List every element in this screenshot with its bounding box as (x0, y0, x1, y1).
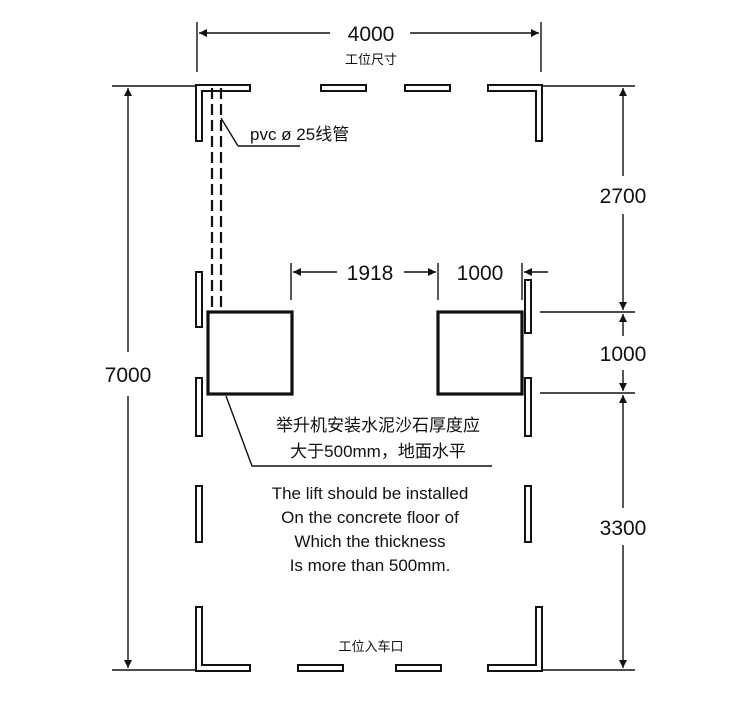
post-depth-value: 1000 (600, 343, 647, 366)
right-lift-post (436, 310, 524, 396)
right-dimensions: 2700 1000 3300 (540, 85, 647, 671)
bay-outline (195, 84, 543, 672)
post-spacing-dimensions: 1918 1000 (290, 262, 548, 300)
length-value: 7000 (105, 364, 152, 387)
post-offset-value: 1000 (457, 262, 504, 285)
note-leader (225, 395, 492, 467)
note-en-line3: Which the thickness (294, 532, 445, 551)
note-cn-line2: 大于500mm，地面水平 (290, 442, 466, 461)
note-en-line2: On the concrete floor of (281, 508, 459, 527)
bay-entrance-label: 工位入车口 (338, 639, 403, 654)
bay-size-label: 工位尺寸 (345, 52, 397, 67)
post-spacing-value: 1918 (347, 262, 394, 285)
rear-gap-value: 3300 (600, 517, 647, 540)
length-dimension: 7000 (105, 85, 198, 671)
note-en-line4: Is more than 500mm. (290, 556, 451, 575)
conduit-label: pvc ø 25线管 (250, 125, 349, 144)
left-lift-post (206, 310, 294, 396)
note-cn-line1: 举升机安装水泥沙石厚度应 (276, 416, 480, 435)
installation-note: 举升机安装水泥沙石厚度应 大于500mm，地面水平 The lift shoul… (272, 416, 480, 575)
note-en-line1: The lift should be installed (272, 484, 469, 503)
width-value: 4000 (348, 23, 395, 46)
width-dimension: 4000 工位尺寸 (196, 22, 542, 72)
front-gap-value: 2700 (600, 185, 647, 208)
